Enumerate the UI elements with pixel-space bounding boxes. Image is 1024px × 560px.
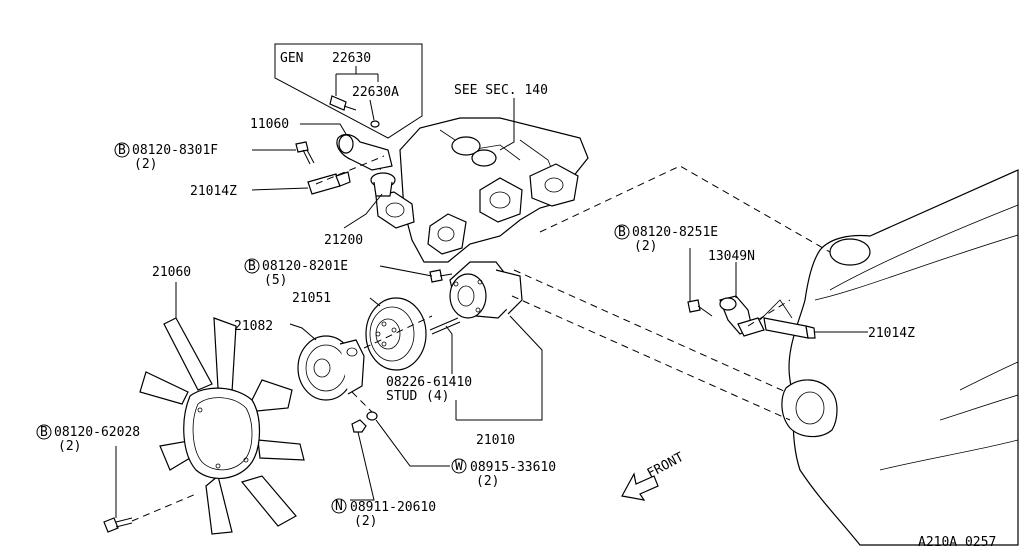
temp-sensor-right xyxy=(763,317,816,339)
label-washer-part: 08915-33610 xyxy=(470,460,556,475)
bolt-8201e-icon xyxy=(429,269,453,283)
cooling-fan xyxy=(139,317,305,535)
label-21082: 21082 xyxy=(234,319,273,334)
label-21014z-right: 21014Z xyxy=(868,326,915,341)
label-see-sec: SEE SEC. 140 xyxy=(454,83,548,98)
front-arrow-icon xyxy=(621,472,659,501)
label-bolt-8251e-qty: (2) xyxy=(634,239,657,254)
label-13049n: 13049N xyxy=(708,249,755,264)
label-21060: 21060 xyxy=(152,265,191,280)
prefix-marks xyxy=(36,142,630,514)
label-21051: 21051 xyxy=(292,291,331,306)
label-11060: 11060 xyxy=(250,117,289,132)
label-bolt-62028: 08120-62028 xyxy=(54,425,140,440)
label-21014z-left: 21014Z xyxy=(190,184,237,199)
engine-block xyxy=(759,169,1019,546)
label-21200: 21200 xyxy=(324,233,363,248)
label-22630a: 22630A xyxy=(352,85,399,100)
sensor-housing xyxy=(719,295,765,337)
label-nut-qty: (2) xyxy=(354,514,377,529)
label-21010: 21010 xyxy=(476,433,515,448)
stud-icon xyxy=(429,317,461,335)
label-bolt-8301f-qty: (2) xyxy=(134,157,157,172)
label-washer-qty: (2) xyxy=(476,474,499,489)
water-outlet xyxy=(336,133,393,171)
drawing-id: A210A 0257 xyxy=(918,535,996,550)
thermostat xyxy=(370,161,396,197)
prefix-bolt-8201e: B xyxy=(248,259,256,274)
bolt-8251e-icon xyxy=(687,299,713,317)
label-stud-qty: (4) xyxy=(426,389,449,404)
prefix-nut: N xyxy=(335,499,343,514)
gen-callout-box xyxy=(274,43,423,139)
label-stud-part: 08226-61410 xyxy=(386,375,472,390)
label-front: FRONT xyxy=(645,450,687,482)
gen-sensor xyxy=(329,95,380,128)
temp-sensor-left xyxy=(307,171,351,195)
filler-cap xyxy=(829,238,871,266)
prefix-bolt-8301f: B xyxy=(118,143,126,158)
label-gen: GEN xyxy=(280,51,303,66)
label-22630: 22630 xyxy=(332,51,371,66)
bolt-62028-icon xyxy=(103,517,133,533)
label-nut-part: 08911-20610 xyxy=(350,500,436,515)
bolt-8301f-icon xyxy=(295,141,315,165)
label-bolt-8301f: 08120-8301F xyxy=(132,143,218,158)
label-stud: STUD xyxy=(386,389,417,404)
pump-mount-face xyxy=(781,379,838,438)
label-bolt-62028-qty: (2) xyxy=(58,439,81,454)
pulley xyxy=(365,297,427,371)
prefix-washer: W xyxy=(455,459,463,474)
washer-icon xyxy=(366,411,378,421)
prefix-bolt-62028: B xyxy=(40,425,48,440)
prefix-bolt-8251e: B xyxy=(618,225,626,240)
label-bolt-8201e-qty: (5) xyxy=(264,273,287,288)
nut-icon xyxy=(351,419,367,433)
label-bolt-8251e: 08120-8251E xyxy=(632,225,718,240)
water-pump xyxy=(449,261,523,319)
intake-manifold xyxy=(375,117,589,263)
label-bolt-8201e: 08120-8201E xyxy=(262,259,348,274)
leader-lines xyxy=(115,66,868,518)
alignment-lines xyxy=(131,155,831,522)
thermostat-housing-flange xyxy=(375,191,415,229)
fan-clutch xyxy=(297,335,365,401)
